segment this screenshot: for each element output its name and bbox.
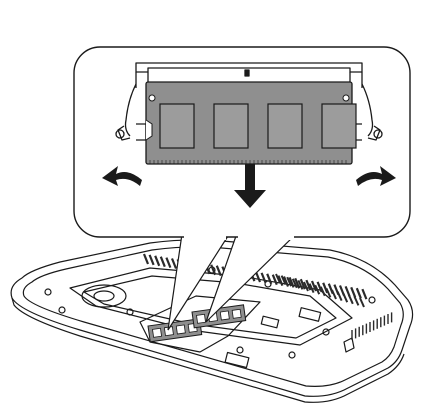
vent-slot xyxy=(349,295,353,304)
component xyxy=(299,308,321,322)
screw-hole xyxy=(289,352,295,358)
installed-module-chip xyxy=(176,325,185,334)
vent-slot xyxy=(332,290,336,299)
callout-pointer-join xyxy=(184,236,226,240)
screw-hole xyxy=(237,347,243,353)
vent-slot xyxy=(166,258,170,268)
vent-slot xyxy=(256,272,260,282)
module-side-notch-left xyxy=(146,120,152,140)
installed-module-chip xyxy=(232,309,241,318)
vent-slot xyxy=(144,254,148,264)
vent-slot xyxy=(338,292,342,301)
screw-hole xyxy=(59,307,65,313)
vent-slot xyxy=(155,256,159,266)
component xyxy=(225,352,249,367)
vent-slot xyxy=(267,274,271,284)
component xyxy=(261,316,278,328)
fan-hub xyxy=(94,291,114,301)
installed-module-chip xyxy=(220,311,229,320)
memory-chip xyxy=(322,104,356,148)
screw-hole xyxy=(45,289,51,295)
vent-slot xyxy=(357,288,361,298)
vent-slot xyxy=(150,255,154,265)
memory-chip xyxy=(160,104,194,148)
slot-key xyxy=(245,70,249,76)
vent-slot xyxy=(262,273,266,283)
memory-chip xyxy=(214,104,248,148)
vent-slot xyxy=(351,287,355,297)
module-hole-right xyxy=(343,95,349,101)
installed-module-chip xyxy=(197,314,206,323)
side-port xyxy=(344,338,354,352)
memory-module xyxy=(146,82,356,164)
screw-hole xyxy=(369,297,375,303)
vent-slot xyxy=(360,298,364,307)
vent-slot xyxy=(343,293,347,302)
vent-slot xyxy=(362,289,366,299)
callout-pointer-join-2 xyxy=(238,236,294,240)
vent-grille-side xyxy=(352,312,392,340)
vent-slot xyxy=(161,257,165,267)
module-hole-left xyxy=(149,95,155,101)
vent-slot xyxy=(172,259,176,269)
vent-slot xyxy=(354,296,358,305)
installed-module-chip xyxy=(153,328,162,337)
memory-chip xyxy=(268,104,302,148)
